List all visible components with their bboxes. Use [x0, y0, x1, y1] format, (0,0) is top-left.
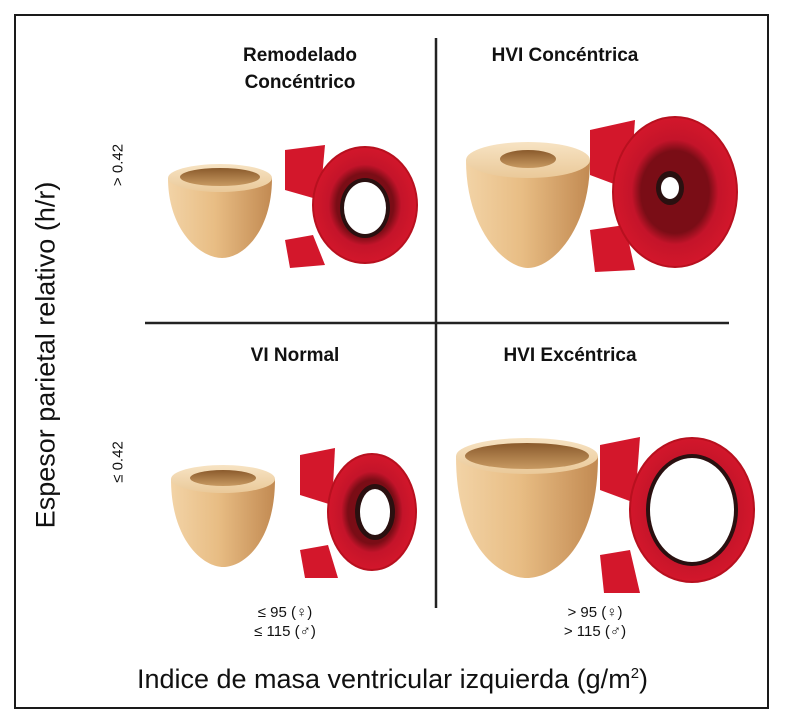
x-tick-left: ≤ 95 (♀) ≤ 115 (♂): [254, 604, 316, 640]
x-axis-title-main: Indice de masa ventricular izquierda (g/…: [136, 664, 631, 694]
x-axis-title-end: ): [639, 664, 649, 694]
heart-3d-model-icon: [466, 142, 590, 268]
x-axis-title-superscript: 2: [630, 665, 640, 682]
heart-cross-section-icon: [285, 145, 418, 268]
x-axis-title: Indice de masa ventricular izquierda (g/…: [0, 664, 785, 695]
y-axis-title: Espesor parietal relativo (h/r): [30, 181, 61, 529]
heart-3d-model-icon: [456, 438, 598, 578]
quadrant-title-eccentric-lvh: HVI Excéntrica: [503, 345, 637, 366]
y-tick-upper: > 0.42: [109, 143, 127, 187]
heart-3d-model-icon: [171, 465, 275, 567]
figure-frame: [14, 14, 769, 709]
heart-cross-section-icon: [300, 448, 417, 578]
quadrant-title-normal-lv: VI Normal: [250, 345, 340, 366]
x-tick-right: > 95 (♀) > 115 (♂): [563, 604, 627, 640]
heart-cross-section-icon: [600, 437, 755, 593]
heart-cross-section-icon: [590, 116, 738, 272]
heart-3d-model-icon: [168, 164, 272, 258]
y-tick-lower: ≤ 0.42: [109, 441, 127, 483]
quadrant-title-concentric-remodeling: Remodelado Concéntrico: [242, 45, 358, 93]
quadrant-title-concentric-lvh: HVI Concéntrica: [491, 45, 639, 66]
